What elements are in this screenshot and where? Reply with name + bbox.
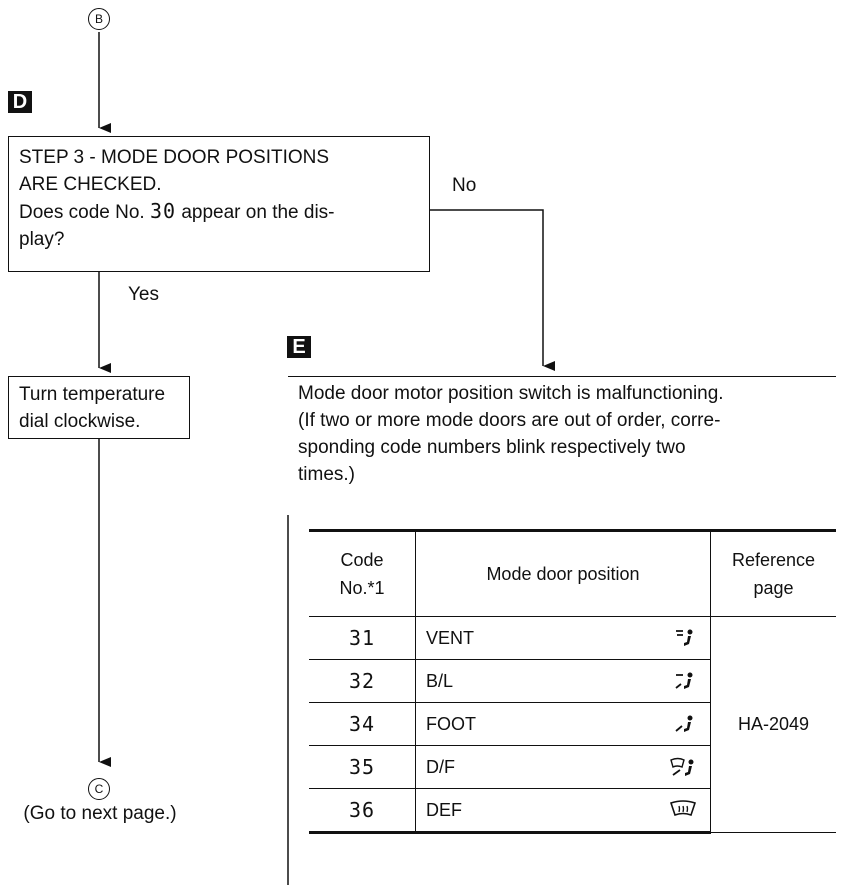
position-cell: FOOT <box>415 702 711 746</box>
header-code-line1: Code <box>340 550 384 570</box>
header-position: Mode door position <box>415 529 711 617</box>
label-no: No <box>452 175 477 196</box>
display-code-30: 30 <box>149 199 177 223</box>
header-code-line2: No.*1 <box>339 578 385 598</box>
def-foot-mode-icon <box>670 757 694 776</box>
vent-mode-icon <box>676 629 693 646</box>
foot-mode-icon <box>675 715 693 732</box>
question-suffix: appear on the dis- <box>181 202 335 223</box>
malfunction-line3: sponding code numbers blink respectively… <box>298 437 686 458</box>
table-row: 31 VENT HA-2049 <box>309 616 836 833</box>
step-question-line: Does code No. 30 appear on the dis- <box>19 198 419 226</box>
next-page-note: (Go to next page.) <box>23 803 177 824</box>
defrost-mode-icon <box>670 800 696 817</box>
label-yes: Yes <box>128 284 159 305</box>
header-reference: Reference page <box>710 529 836 617</box>
step-title-line1: STEP 3 - MODE DOOR POSITIONS <box>19 147 330 168</box>
position-cell: VENT <box>415 616 711 660</box>
code-cell: 31 <box>309 616 416 660</box>
malfunction-line2: (If two or more mode doors are out of or… <box>298 410 721 431</box>
bilevel-mode-icon <box>675 672 693 689</box>
mode-door-table: Code No.*1 Mode door position Reference … <box>309 529 836 834</box>
code-cell: 34 <box>309 702 416 746</box>
arrow-no <box>429 209 555 371</box>
turn-dial-box: Turn temperature dial clockwise. <box>8 376 190 439</box>
marker-d: D <box>8 91 32 113</box>
position-cell: B/L <box>415 659 711 703</box>
table-header-row: Code No.*1 Mode door position Reference … <box>309 529 836 617</box>
action-line1: Turn temperature <box>19 384 166 405</box>
header-ref-line2: page <box>753 578 794 598</box>
code-cell: 35 <box>309 745 416 789</box>
action-line2: dial clockwise. <box>19 411 141 432</box>
position-cell: D/F <box>415 745 711 789</box>
step-title-line2: ARE CHECKED. <box>19 174 162 195</box>
header-ref-line1: Reference <box>731 550 816 570</box>
header-code: Code No.*1 <box>309 529 416 617</box>
position-label: VENT <box>426 627 475 648</box>
position-label: B/L <box>426 670 454 691</box>
connector-b: B <box>88 8 110 30</box>
malfunction-line4: times.) <box>298 464 355 485</box>
code-cell: 36 <box>309 788 416 834</box>
marker-e: E <box>287 336 311 358</box>
code-cell: 32 <box>309 659 416 703</box>
connector-c: C <box>88 778 110 800</box>
position-label: DEF <box>426 799 462 820</box>
position-cell: DEF <box>415 788 711 834</box>
question-line4: play? <box>19 229 65 250</box>
question-prefix: Does code No. <box>19 202 145 223</box>
position-label: D/F <box>426 756 455 777</box>
malfunction-line1: Mode door motor position switch is malfu… <box>298 383 724 404</box>
position-label: FOOT <box>426 713 476 734</box>
table-row: 36 DEF <box>309 788 836 834</box>
panel-top-border <box>288 376 836 377</box>
reference-cell: HA-2049 <box>710 616 836 833</box>
step-3-box: STEP 3 - MODE DOOR POSITIONS ARE CHECKED… <box>8 136 430 272</box>
malfunction-text: Mode door motor position switch is malfu… <box>298 380 828 488</box>
